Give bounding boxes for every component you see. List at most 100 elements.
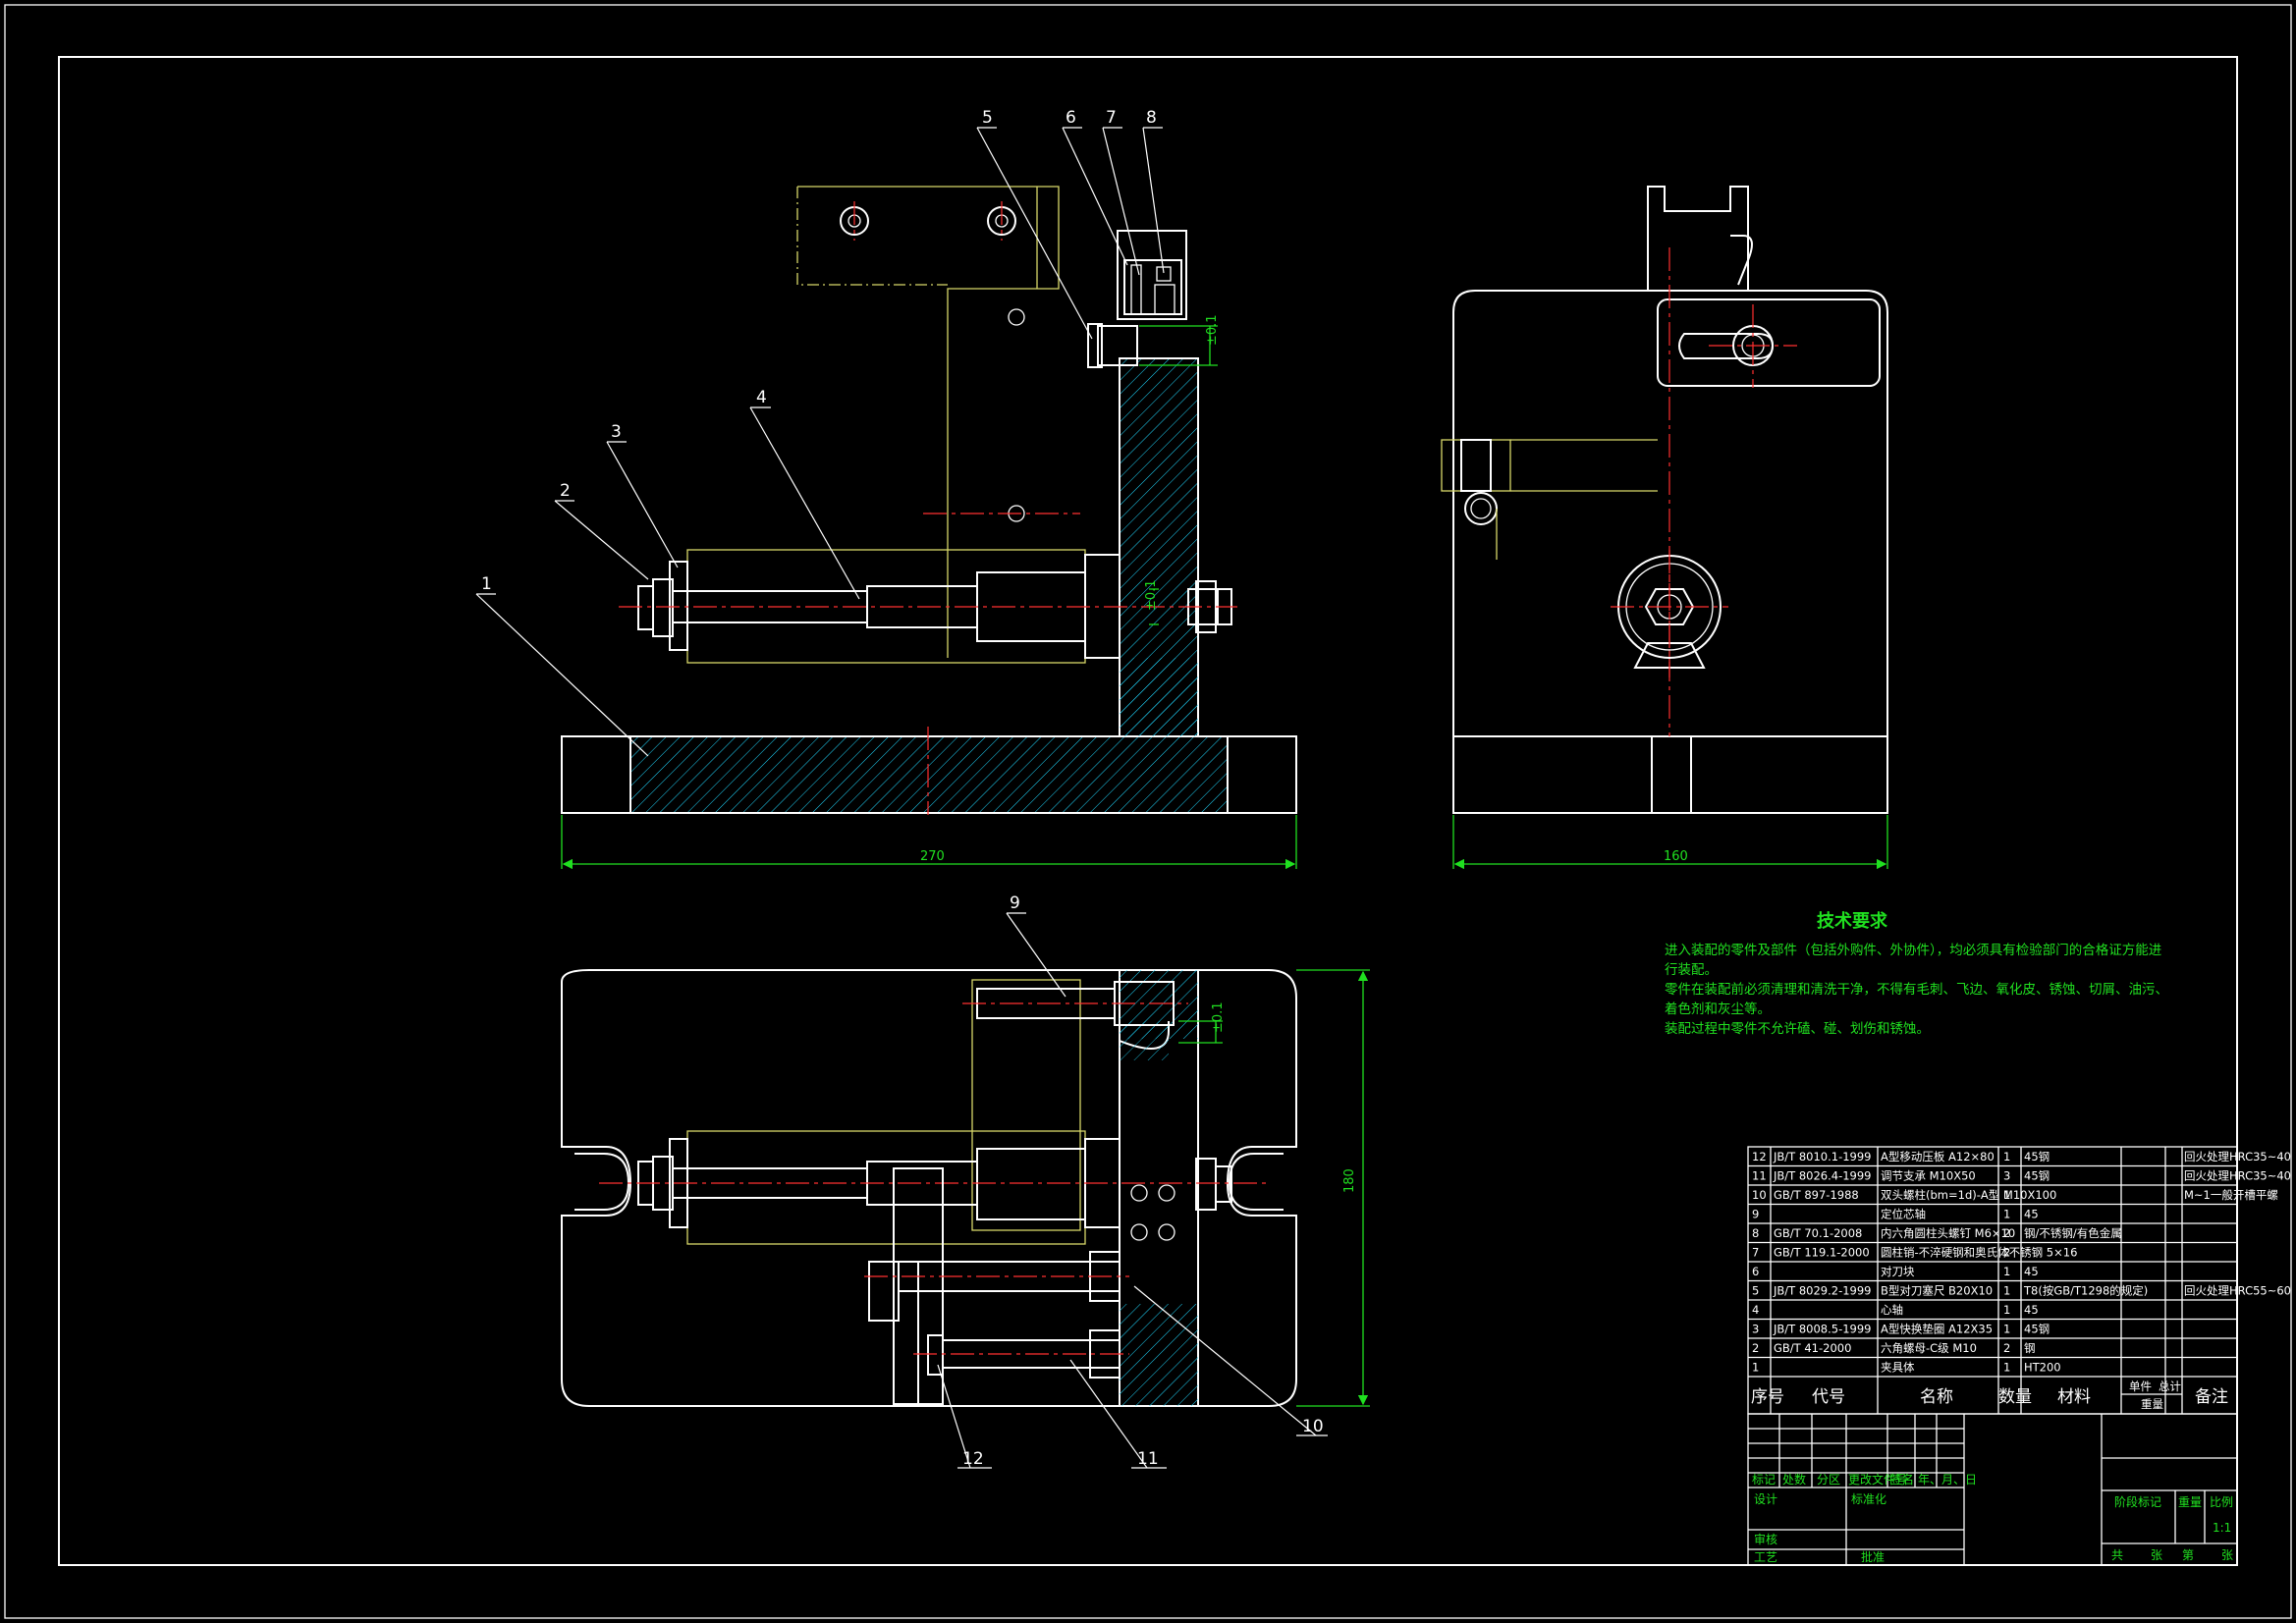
tb-mark: 标记 — [1752, 1473, 1776, 1487]
balloon-2: 2 — [560, 481, 571, 501]
part-balloons: 1 2 3 4 5 6 7 8 9 10 11 12 — [481, 108, 1324, 1469]
tb-design: 设计 — [1754, 1492, 1777, 1506]
bom-header-material: 材料 — [2057, 1387, 2091, 1407]
dim-text-gauge: ±0.1 — [1205, 314, 1220, 346]
bom-cell-qty: 1 — [2003, 1323, 2010, 1336]
sheet-outer-border — [4, 4, 2292, 1619]
bom-cell-name: 六角螺母-C级 M10 — [1881, 1341, 1977, 1355]
tb-sheet-unit2: 张 — [2221, 1548, 2233, 1562]
bom-cell-code: GB/T 70.1-2008 — [1774, 1226, 1862, 1240]
bom-cell-qty: 1 — [2003, 1188, 2010, 1202]
tb-weight: 重量 — [2178, 1495, 2202, 1509]
tb-scale: 比例 — [2210, 1495, 2233, 1509]
tech-req-line-5: 装配过程中零件不允许磕、碰、划伤和锈蚀。 — [1665, 1021, 1930, 1037]
tb-sheet-no: 第 — [2182, 1548, 2194, 1562]
bom-cell-no: 3 — [1752, 1323, 1759, 1336]
tech-req-line-3: 零件在装配前必须清理和清洗干净，不得有毛刺、飞边、氧化皮、锈蚀、切屑、油污、 — [1665, 981, 2168, 998]
balloon-10: 10 — [1302, 1417, 1324, 1436]
bom-cell-code: JB/T 8008.5-1999 — [1773, 1323, 1872, 1336]
tb-date: 年、月、日 — [1918, 1473, 1977, 1487]
dim-mandrel: ±0.1 — [1144, 579, 1159, 625]
bom-cell-no: 4 — [1752, 1303, 1759, 1317]
balloon-1: 1 — [481, 574, 492, 594]
bom-cell-qty: 2 — [2003, 1226, 2010, 1240]
bom-cell-code: JB/T 8010.1-1999 — [1773, 1150, 1872, 1163]
bom-cell-no: 6 — [1752, 1265, 1759, 1278]
tb-stage-mark: 阶段标记 — [2114, 1494, 2161, 1509]
dim-top-small: ±0.1 — [1178, 1001, 1226, 1044]
bom-cell-name: A型移动压板 A12×80 — [1881, 1150, 1995, 1163]
tb-standardize: 标准化 — [1851, 1492, 1886, 1506]
tb-process: 工艺 — [1754, 1550, 1777, 1564]
title-block: 标记 处数 分区 更改文件号 签名 年、月、日 设计 标准化 审核 工艺 批准 … — [1747, 1413, 2238, 1566]
bom-cell-material: 45钢 — [2024, 1169, 2050, 1183]
bom-cell-remark: 回火处理HRC35~40 — [2184, 1150, 2291, 1163]
bom-cell-name: B型对刀塞尺 B20X10 — [1881, 1284, 1993, 1298]
bom-cell-code: GB/T 897-1988 — [1774, 1188, 1859, 1202]
bom-cell-name: A型快换垫圈 A12X35 — [1881, 1323, 1993, 1336]
bom-header-total: 总计 — [2159, 1380, 2182, 1393]
bom-cell-qty: 1 — [2003, 1150, 2010, 1163]
bom-cell-qty: 1 — [2003, 1208, 2010, 1221]
bom-header-no: 序号 — [1751, 1387, 1784, 1407]
tech-req-line-4: 着色剂和灰尘等。 — [1665, 1001, 1771, 1017]
bom-cell-code: JB/T 8029.2-1999 — [1773, 1284, 1872, 1298]
dim-text-180: 180 — [1342, 1168, 1357, 1193]
side-view — [1441, 186, 1888, 814]
bom-cell-qty: 2 — [2003, 1341, 2010, 1355]
tb-zone: 分区 — [1817, 1473, 1840, 1487]
bom-cell-code: GB/T 41-2000 — [1774, 1341, 1851, 1355]
bom-cell-name: 对刀块 — [1881, 1265, 1915, 1278]
tb-sheets-total: 共 — [2111, 1548, 2123, 1562]
balloon-11: 11 — [1137, 1449, 1159, 1469]
bom-cell-material: 45 — [2024, 1208, 2039, 1221]
bom-header-qty: 数量 — [1998, 1387, 2032, 1407]
bom-cell-remark: 回火处理HRC55~60 — [2184, 1284, 2291, 1298]
bom-cell-no: 7 — [1752, 1246, 1759, 1260]
bom-cell-code: GB/T 119.1-2000 — [1774, 1246, 1870, 1260]
part-leaders — [475, 127, 1328, 1469]
bom-header-remark: 备注 — [2195, 1387, 2228, 1407]
bom-cell-no: 5 — [1752, 1284, 1759, 1298]
bom-cell-name: 心轴 — [1881, 1303, 1903, 1317]
bom-cell-material: 45钢 — [2024, 1150, 2050, 1163]
dim-text-top-small: ±0.1 — [1211, 1001, 1226, 1033]
bom-cell-material: 钢/不锈钢/有色金属 — [2024, 1226, 2122, 1240]
bom-cell-name: 双头螺柱(bm=1d)-A型 M10X100 — [1881, 1188, 2056, 1202]
bom-cell-no: 10 — [1752, 1188, 1767, 1202]
bom-cell-qty: 1 — [2003, 1265, 2010, 1278]
dim-text-270: 270 — [920, 849, 945, 864]
tech-req-line-2: 行装配。 — [1665, 962, 1718, 978]
bom-cell-name: 圆柱销-不淬硬钢和奥氏体不锈钢 5×16 — [1881, 1246, 2077, 1260]
bom-cell-material: HT200 — [2024, 1361, 2061, 1375]
bom-cell-no: 8 — [1752, 1226, 1759, 1240]
tb-review: 审核 — [1754, 1532, 1777, 1546]
balloon-8: 8 — [1146, 108, 1157, 128]
dim-side-width: 160 — [1452, 815, 1888, 870]
balloon-5: 5 — [982, 108, 993, 128]
bom-cell-qty: 1 — [2003, 1361, 2010, 1375]
technical-requirements: 技术要求 进入装配的零件及部件（包括外购件、外协件），均必须具有检验部门的合格证… — [1665, 910, 2168, 1037]
dim-text-160: 160 — [1664, 849, 1688, 864]
bom-cell-no: 2 — [1752, 1341, 1759, 1355]
top-view — [561, 969, 1297, 1407]
balloon-3: 3 — [611, 422, 622, 442]
tech-req-title: 技术要求 — [1817, 910, 1888, 932]
balloon-7: 7 — [1106, 108, 1117, 128]
balloon-9: 9 — [1010, 893, 1020, 913]
tb-change-doc: 更改文件号 — [1848, 1472, 1907, 1487]
bom-cell-name: 夹具体 — [1881, 1361, 1915, 1375]
tb-scale-value: 1:1 — [2213, 1521, 2231, 1535]
bom-cell-no: 9 — [1752, 1208, 1759, 1221]
bom-cell-remark: M~1一般开槽平螺 — [2184, 1188, 2278, 1202]
bom-header-weight: 重量 — [2141, 1397, 2163, 1411]
dim-gauge: ±0.1 — [1139, 314, 1220, 366]
bom-cell-no: 1 — [1752, 1361, 1759, 1375]
bom-header-code: 代号 — [1812, 1387, 1845, 1407]
tech-req-line-1: 进入装配的零件及部件（包括外购件、外协件），均必须具有检验部门的合格证方能进 — [1665, 943, 2162, 958]
bom-header-unit: 单件 — [2129, 1380, 2152, 1393]
bom-cell-name: 定位芯轴 — [1881, 1208, 1926, 1221]
bom-cell-material: 45 — [2024, 1303, 2039, 1317]
